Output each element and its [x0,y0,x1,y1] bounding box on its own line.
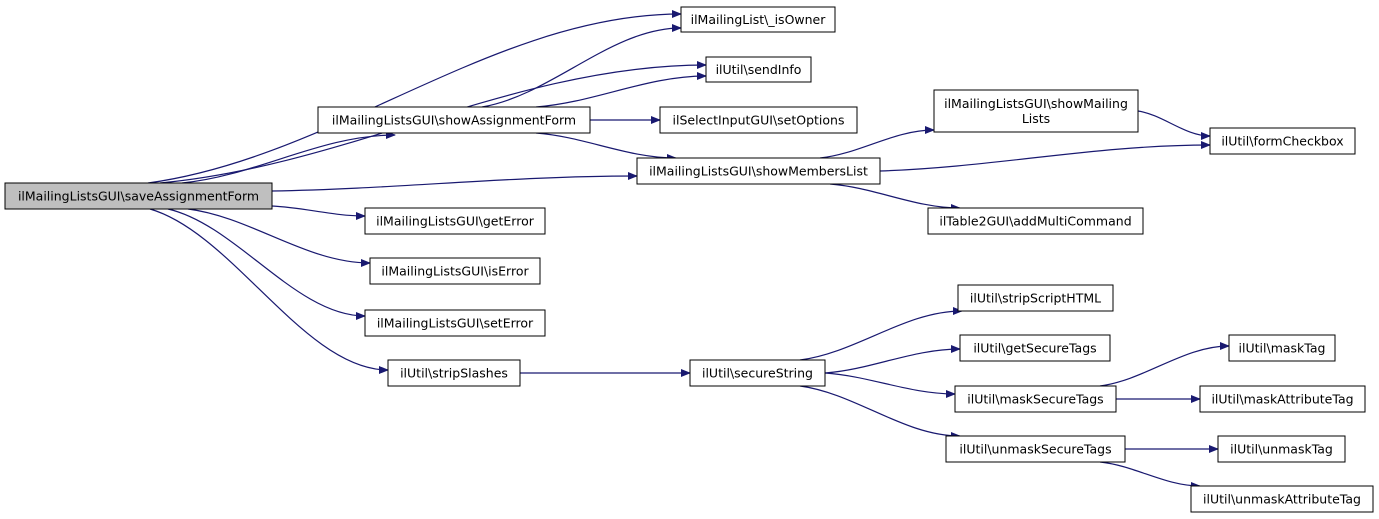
node-label: ilMailingListsGUI\getError [376,214,535,229]
node-label: ilUtil\stripScriptHTML [970,291,1101,306]
edge-root-to-isError [187,208,371,267]
node-stripSlashes[interactable]: ilUtil\stripSlashes [387,359,521,387]
node-box [927,207,1144,235]
edge-showAssignment-to-sendInfo [535,72,707,108]
edge-showMembersList-to-formCheckbox [879,141,1211,172]
node-label: ilTable2GUI\addMultiCommand [939,214,1131,229]
node-isError[interactable]: ilMailingListsGUI\isError [369,257,541,285]
node-showAssignment[interactable]: ilMailingListsGUI\showAssignmentForm [317,106,591,134]
node-label: ilMailingList\_isOwner [691,12,827,27]
node-label: ilUtil\unmaskTag [1230,442,1333,457]
node-box [369,257,541,285]
node-unmaskAttributeTag[interactable]: ilUtil\unmaskAttributeTag [1190,485,1374,513]
node-box [1217,435,1346,463]
nodes-layer: ilMailingListsGUI\saveAssignmentForm ilMa… [4,6,1374,513]
node-label: Lists [1022,111,1050,126]
node-getError[interactable]: ilMailingListsGUI\getError [364,207,546,235]
node-isOwner[interactable]: ilMailingList\_isOwner [680,6,836,33]
node-box [364,309,546,337]
node-label: ilUtil\unmaskAttributeTag [1203,492,1361,507]
edges-layer [147,10,1230,490]
node-label: ilUtil\unmaskSecureTags [959,442,1111,457]
node-maskAttributeTag[interactable]: ilUtil\maskAttributeTag [1199,385,1366,413]
node-box [933,89,1139,133]
edge-root-to-showAssignment [181,131,396,184]
node-box [954,385,1117,413]
node-box [636,157,881,185]
edge-showMembersList-to-addMultiCommand [829,183,961,212]
node-unmaskSecureTags[interactable]: ilUtil\unmaskSecureTags [945,435,1126,463]
edge-root-to-setError [167,208,366,320]
edge-secureString-to-maskSecureTags [824,372,956,398]
edge-maskSecureTags-to-maskTag [1099,342,1230,387]
node-unmaskTag[interactable]: ilUtil\unmaskTag [1217,435,1346,463]
node-box [705,56,812,83]
node-root[interactable]: ilMailingListsGUI\saveAssignmentForm [4,182,273,210]
node-stripScriptHTML[interactable]: ilUtil\stripScriptHTML [957,284,1114,312]
node-label: ilUtil\getSecureTags [973,341,1096,356]
edge-secureString-to-unmaskSecureTags [799,385,961,440]
node-box [659,106,858,134]
node-label: ilMailingListsGUI\isError [381,264,529,279]
node-label: ilMailingListsGUI\setError [377,316,534,331]
node-box [1199,385,1366,413]
node-label: ilUtil\formCheckbox [1221,134,1343,149]
node-label: ilMailingListsGUI\showMembersList [649,164,868,179]
edge-secureString-to-stripScriptHTML [799,307,963,361]
node-label: ilMailingListsGUI\saveAssignmentForm [18,189,259,204]
node-maskSecureTags[interactable]: ilUtil\maskSecureTags [954,385,1117,413]
node-maskTag[interactable]: ilUtil\maskTag [1228,334,1336,362]
edge-root-to-isOwner [147,10,682,184]
edge-root-to-showMembersList [271,172,638,192]
edge-root-to-stripSlashes [149,208,389,374]
node-box [957,284,1114,312]
node-box [1190,485,1374,513]
node-box [364,207,546,235]
node-setOptions[interactable]: ilSelectInputGUI\setOptions [659,106,858,134]
edge-secureString-to-getSecureTags [824,345,961,374]
node-label: ilMailingListsGUI\showAssignmentForm [332,113,576,128]
node-box [680,6,836,33]
node-label: ilMailingListsGUI\showMailing [944,96,1128,111]
node-box [1228,334,1336,362]
node-sendInfo[interactable]: ilUtil\sendInfo [705,56,812,83]
node-label: ilUtil\secureString [702,366,813,381]
edge-showAssignment-to-showMembersList [535,132,677,162]
edge-showMembersList-to-showMailingLists [819,126,935,159]
node-box [689,359,826,387]
node-box [945,435,1126,463]
node-label: ilUtil\maskSecureTags [967,392,1103,407]
node-addMultiCommand[interactable]: ilTable2GUI\addMultiCommand [927,207,1144,235]
node-box [317,106,591,134]
node-secureString[interactable]: ilUtil\secureString [689,359,826,387]
node-label: ilUtil\maskTag [1239,341,1326,356]
node-box [387,359,521,387]
node-label: ilUtil\sendInfo [716,62,802,77]
node-showMembersList[interactable]: ilMailingListsGUI\showMembersList [636,157,881,185]
node-label: ilUtil\maskAttributeTag [1211,392,1353,407]
edge-showMailingLists-to-formCheckbox [1137,110,1211,140]
node-box [959,334,1111,362]
edge-showAssignment-to-isOwner [481,24,682,108]
node-box [1209,127,1356,155]
node-label: ilUtil\stripSlashes [400,366,508,381]
node-label: ilSelectInputGUI\setOptions [673,113,845,128]
node-box [4,182,273,210]
node-getSecureTags[interactable]: ilUtil\getSecureTags [959,334,1111,362]
edge-root-to-getError [271,205,366,220]
node-setError[interactable]: ilMailingListsGUI\setError [364,309,546,337]
edge-unmaskSecureTags-to-unmaskAttributeTag [1099,461,1201,490]
node-formCheckbox[interactable]: ilUtil\formCheckbox [1209,127,1356,155]
